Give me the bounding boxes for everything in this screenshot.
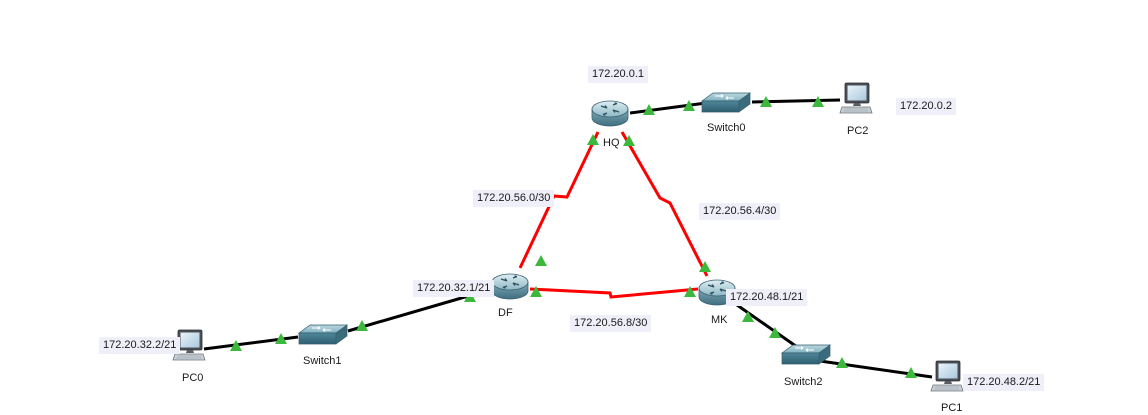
serial-link-hq-df[interactable] [518,131,600,269]
link-up-indicator-icon [742,311,754,322]
pc-icon[interactable] [930,360,964,392]
link-up-indicator-icon [623,135,635,146]
link-up-indicator-icon [587,134,599,145]
ip-label-pc1: 172.20.48.2/21 [963,374,1045,391]
link-up-indicator-icon [683,100,695,111]
device-name-pc0: PC0 [182,372,204,384]
ethernet-link-hq-switch0[interactable] [629,101,707,115]
device-name-switch0: Switch0 [707,122,746,134]
link-up-indicator-icon [836,357,848,368]
switch-icon[interactable] [781,344,831,365]
serial-link-df-mk[interactable] [529,287,699,299]
ip-label-hq: 172.20.0.1 [588,66,648,83]
ethernet-link-mk-switch2[interactable] [736,303,801,351]
devices-layer [172,82,964,392]
device-name-df: DF [498,307,513,319]
ip-label-pc2: 172.20.0.2 [896,98,956,115]
link-up-indicator-icon [643,104,655,115]
serial-link-hq-mk[interactable] [620,131,709,277]
router-icon[interactable] [491,273,529,300]
link-status-layer [230,96,917,378]
link-up-indicator-icon [356,320,368,331]
link-up-indicator-icon [769,327,781,338]
link-up-indicator-icon [275,333,287,344]
device-name-hq: HQ [603,137,620,149]
pc-icon[interactable] [839,82,873,114]
ip-label-df: 172.20.32.1/21 [413,280,495,297]
device-name-mk: MK [711,314,728,326]
link-up-indicator-icon [230,340,242,351]
link-up-indicator-icon [812,96,824,107]
link-up-indicator-icon [760,96,772,107]
device-name-switch2: Switch2 [784,376,823,388]
ethernet-link-df-switch1[interactable] [347,290,483,333]
network-label-hq-df: 172.20.56.0/30 [473,190,555,207]
network-label-hq-mk: 172.20.56.4/30 [699,203,781,220]
link-up-indicator-icon [684,286,696,297]
link-up-indicator-icon [530,286,542,297]
ethernet-link-switch2-pc1[interactable] [819,359,933,379]
link-up-indicator-icon [699,261,711,272]
device-name-switch1: Switch1 [303,355,342,367]
switch-icon[interactable] [701,92,751,113]
ip-label-pc0: 172.20.32.2/21 [99,337,181,354]
device-name-pc1: PC1 [941,402,963,414]
device-name-pc2: PC2 [847,125,869,137]
ip-label-mk: 172.20.48.1/21 [726,289,808,306]
link-up-indicator-icon [905,367,917,378]
router-icon[interactable] [591,100,629,127]
network-label-df-mk: 172.20.56.8/30 [570,315,652,332]
link-up-indicator-icon [535,255,547,266]
switch-icon[interactable] [298,324,348,345]
